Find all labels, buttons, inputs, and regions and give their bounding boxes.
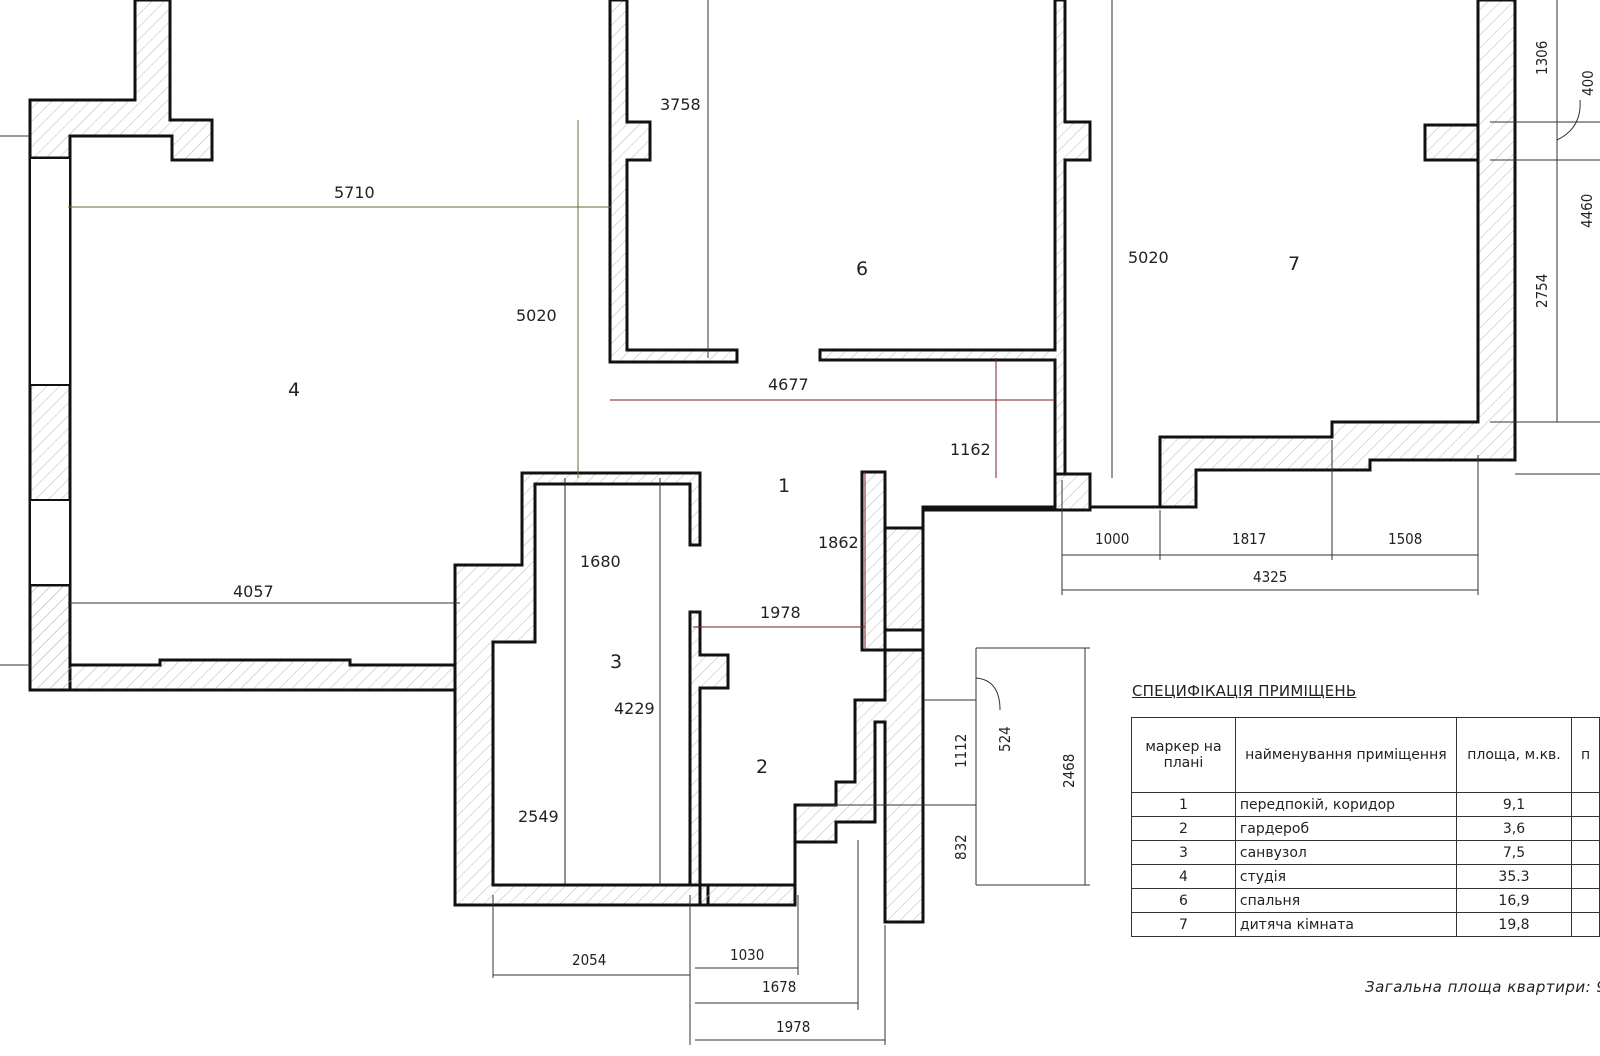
dim-5710: 5710	[334, 183, 375, 202]
dim-4325: 4325	[1253, 568, 1287, 586]
spec-header-marker: маркер на плані	[1131, 717, 1236, 793]
spec-cell-name: студія	[1234, 864, 1457, 889]
dim-3758: 3758	[660, 95, 701, 114]
spec-cell-marker: 3	[1131, 840, 1236, 865]
spec-row: 4 студія 35.3	[1131, 864, 1600, 889]
spec-cell-area: 16,9	[1455, 888, 1573, 913]
spec-cell-marker: 6	[1131, 888, 1236, 913]
total-area: Загальна площа квартири: 9	[1365, 978, 1600, 996]
dim-2054: 2054	[572, 951, 606, 969]
room-2: 2	[756, 756, 768, 778]
dim-832: 832	[952, 834, 970, 860]
spec-cell-marker: 1	[1131, 792, 1236, 817]
spec-cell-name: санвузол	[1234, 840, 1457, 865]
spec-title: СПЕЦИФІКАЦІЯ ПРИМІЩЕНЬ	[1132, 682, 1357, 700]
wall-bath-outer	[453, 471, 710, 907]
spec-table: маркер на плані найменування приміщення …	[1131, 717, 1600, 937]
spec-cell-extra	[1571, 840, 1600, 865]
wall-right-stub	[1423, 123, 1480, 162]
dim-2549: 2549	[518, 807, 559, 826]
spec-row: 1 передпокій, коридор 9,1	[1131, 792, 1600, 817]
wall-6-7	[818, 0, 1092, 476]
dim-5020-b: 5020	[1128, 248, 1169, 267]
window-left-1	[29, 157, 71, 386]
dim-1000: 1000	[1095, 530, 1129, 548]
leader-524	[975, 677, 1001, 711]
dim-1112: 1112	[952, 734, 970, 768]
room-6: 6	[856, 258, 868, 280]
window-left-2	[29, 499, 71, 586]
spec-header-row: маркер на плані найменування приміщення …	[1131, 717, 1600, 793]
spec-cell-extra	[1571, 912, 1600, 937]
spec-header-area: площа, м.кв.	[1455, 717, 1573, 793]
spec-row: 2 гардероб 3,6	[1131, 816, 1600, 841]
wall-bath-divider	[688, 610, 730, 887]
dim-4057: 4057	[233, 582, 274, 601]
spec-cell-area: 19,8	[1455, 912, 1573, 937]
spec-cell-extra	[1571, 888, 1600, 913]
walls	[28, 0, 1517, 924]
spec-cell-extra	[1571, 792, 1600, 817]
spec-cell-name: дитяча кімната	[1234, 912, 1457, 937]
windows	[29, 157, 71, 586]
room-labels: 1 2 3 4 6 7	[288, 253, 1300, 778]
room-7: 7	[1288, 253, 1300, 275]
dim-1680: 1680	[580, 552, 621, 571]
spec-cell-marker: 4	[1131, 864, 1236, 889]
wall-wardrobe	[698, 0, 1517, 924]
dim-524: 524	[996, 726, 1014, 752]
spec-row: 3 санвузол 7,5	[1131, 840, 1600, 865]
spec-cell-area: 3,6	[1455, 816, 1573, 841]
dim-1862: 1862	[818, 533, 859, 552]
dim-1978-a: 1978	[760, 603, 801, 622]
dim-1306: 1306	[1533, 41, 1551, 75]
dim-400: 400	[1579, 70, 1597, 96]
spec-cell-name: спальня	[1234, 888, 1457, 913]
dim-5020-a: 5020	[516, 306, 557, 325]
room-3: 3	[610, 651, 622, 673]
dim-1508: 1508	[1388, 530, 1422, 548]
room-4: 4	[288, 379, 300, 401]
dim-2468: 2468	[1060, 754, 1078, 788]
spec-cell-name: передпокій, коридор	[1234, 792, 1457, 817]
spec-cell-marker: 2	[1131, 816, 1236, 841]
wall-4-6	[608, 0, 739, 364]
spec-header-name: найменування приміщення	[1234, 717, 1457, 793]
spec-cell-extra	[1571, 864, 1600, 889]
wall-2-corridor	[860, 470, 887, 652]
wall-left-outer	[28, 0, 214, 162]
spec-header-extra: п	[1571, 717, 1600, 793]
room-1: 1	[778, 475, 790, 497]
dim-1678: 1678	[762, 978, 796, 996]
spec-cell-area: 7,5	[1455, 840, 1573, 865]
dim-1817: 1817	[1232, 530, 1266, 548]
spec-cell-marker: 7	[1131, 912, 1236, 937]
dim-4460: 4460	[1578, 194, 1596, 228]
wall-left-lower	[28, 583, 457, 692]
dim-1030: 1030	[730, 946, 764, 964]
dim-1978-b: 1978	[776, 1018, 810, 1036]
leader-400	[1556, 99, 1581, 141]
spec-cell-area: 35.3	[1455, 864, 1573, 889]
dim-4229: 4229	[614, 699, 655, 718]
dim-2754: 2754	[1533, 274, 1551, 308]
dim-1162: 1162	[950, 440, 991, 459]
spec-row: 7 дитяча кімната 19,8	[1131, 912, 1600, 937]
spec-cell-name: гардероб	[1234, 816, 1457, 841]
spec-cell-extra	[1571, 816, 1600, 841]
dim-4677: 4677	[768, 375, 809, 394]
spec-cell-area: 9,1	[1455, 792, 1573, 817]
spec-row: 6 спальня 16,9	[1131, 888, 1600, 913]
